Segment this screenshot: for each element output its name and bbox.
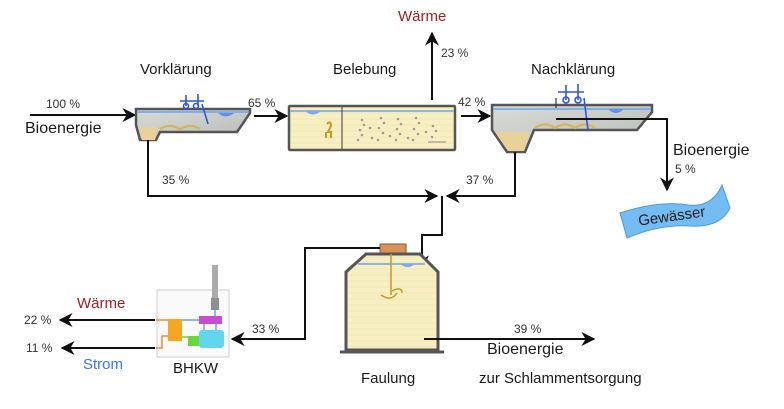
label-sludge-bioenergie: Bioenergie <box>487 341 564 358</box>
pct-faul-bhkw: 33 % <box>252 322 280 336</box>
nachklaerung-tank <box>490 84 654 154</box>
vorklaerung-tank <box>134 94 252 142</box>
pct-bel-nk: 42 % <box>458 95 486 109</box>
label-vorklaerung: Vorklärung <box>140 61 212 78</box>
pct-vk-bel: 65 % <box>248 96 276 110</box>
label-sludge-dest: zur Schlammentsorgung <box>479 370 642 387</box>
belebung-tank <box>287 104 457 152</box>
bhkw-unit <box>156 265 230 358</box>
pct-nk-sludge: 37 % <box>466 173 494 187</box>
pct-bhkw-power: 11 % <box>26 341 53 355</box>
label-faulung: Faulung <box>361 370 416 387</box>
arrow-nk-gewaesser <box>556 118 674 192</box>
line-vk-sludge <box>147 140 439 203</box>
pct-nk-out: 5 % <box>675 162 696 176</box>
label-input-bioenergie: Bioenergie <box>25 120 102 137</box>
label-bel-heat: Wärme <box>398 8 447 25</box>
pct-vk-sludge: 35 % <box>162 173 190 187</box>
label-nk-bioenergie: Bioenergie <box>673 142 750 159</box>
label-belebung: Belebung <box>333 61 397 78</box>
line-junction-faulung <box>415 196 443 270</box>
label-bhkw-heat: Wärme <box>77 295 126 312</box>
label-bhkw-power: Strom <box>83 356 124 373</box>
pct-bel-heat: 23 % <box>441 46 469 60</box>
gewaesser-banner <box>619 183 731 239</box>
faulung-tank <box>340 243 444 354</box>
pct-sludge: 39 % <box>514 322 542 336</box>
line-nk-sludge <box>445 152 516 203</box>
pct-input: 100 % <box>46 97 81 111</box>
pct-bhkw-heat: 22 % <box>24 313 52 327</box>
label-bhkw: BHKW <box>173 360 218 377</box>
arrow-faul-bhkw <box>230 247 380 346</box>
label-nachklaerung: Nachklärung <box>531 61 616 78</box>
